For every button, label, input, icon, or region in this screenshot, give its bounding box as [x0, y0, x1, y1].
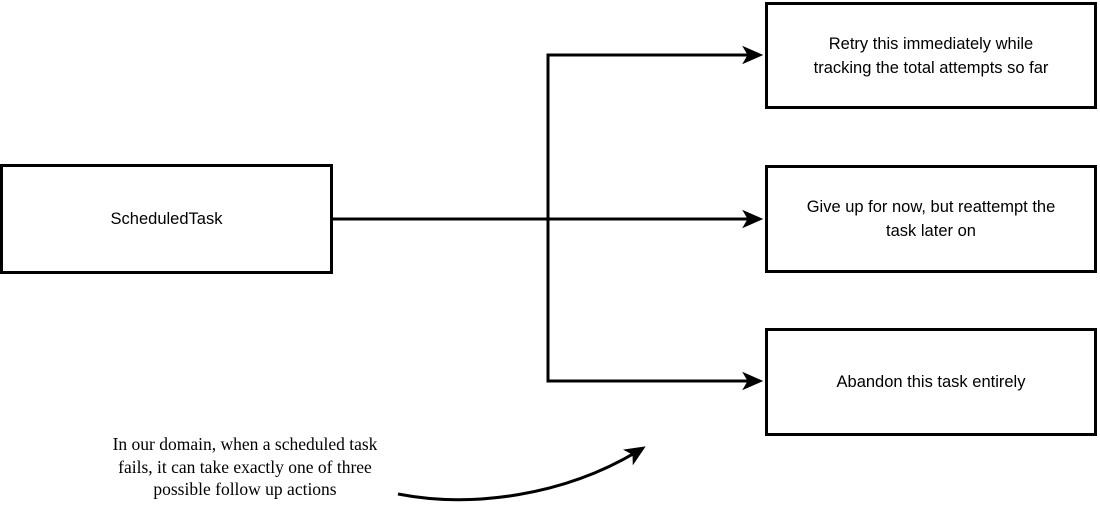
node-label: Abandon this task entirely: [836, 373, 1026, 391]
node-abandon-task: Abandon this task entirely: [765, 328, 1097, 436]
node-give-up-reattempt: Give up for now, but reattempt the task …: [765, 165, 1097, 273]
edge-scheduledtask-to-retry: [546, 45, 764, 219]
edge-scheduledtask-to-abandon: [546, 219, 764, 391]
annotation-curved-arrow: [397, 446, 646, 502]
node-label: task later on: [886, 222, 976, 240]
node-label: Give up for now, but reattempt the: [806, 198, 1056, 216]
annotation-line: In our domain, when a scheduled task: [112, 434, 378, 454]
node-label: Retry this immediately while: [828, 34, 1034, 53]
annotation-line: possible follow up actions: [153, 479, 337, 499]
node-label: ScheduledTask: [110, 210, 223, 228]
node-label: tracking the total attempts so far: [813, 58, 1049, 77]
node-scheduledtask: ScheduledTask: [0, 164, 333, 274]
annotation-note: In our domain, when a scheduled task fai…: [70, 433, 420, 501]
annotation-line: fails, it can take exactly one of three: [118, 456, 372, 477]
node-retry-immediately: Retry this immediately while tracking th…: [765, 2, 1097, 109]
